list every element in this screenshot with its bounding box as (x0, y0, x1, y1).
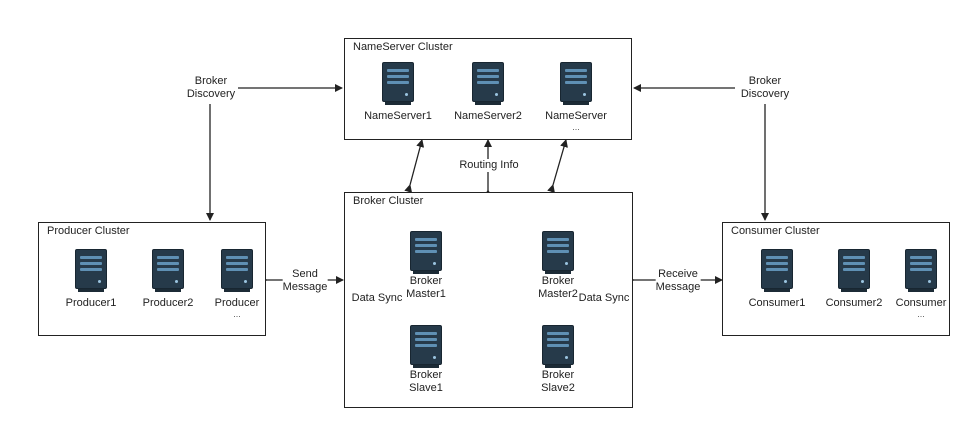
server-icon (542, 231, 574, 274)
node-label: Broker (541, 369, 575, 381)
node-label-line2: Master2 (538, 288, 578, 300)
node-label: Broker (409, 275, 443, 287)
data-sync-left-label: Data Sync (351, 292, 403, 305)
server-icon (410, 325, 442, 368)
broker-master-2: Broker Master2 (518, 231, 598, 301)
node-ellipsis: ... (233, 309, 241, 319)
edge-label-line2: Discovery (740, 88, 790, 100)
server-icon (221, 249, 253, 292)
server-icon (75, 249, 107, 292)
data-sync-right-label: Data Sync (578, 292, 630, 305)
broker-discovery-right-label: Broker Discovery (740, 75, 790, 101)
server-icon (382, 62, 414, 105)
broker-master-1: Broker Master1 (386, 231, 466, 301)
routing-info-label: Routing Info (459, 159, 519, 172)
node-label: NameServer1 (364, 110, 432, 122)
consumer-node-3: Consumer ... (881, 249, 961, 319)
nameserver-cluster: NameServer Cluster NameServer1 NameServe… (344, 38, 632, 140)
broker-discovery-left-label: Broker Discovery (186, 75, 236, 101)
consumer-node-2: Consumer2 (814, 249, 894, 310)
broker-slave-1: Broker Slave1 (386, 325, 466, 395)
producer-cluster: Producer Cluster Producer1 Producer2 Pro… (38, 222, 266, 336)
node-label-line2: Slave1 (409, 382, 443, 394)
routing-link-right (547, 139, 568, 193)
server-icon (761, 249, 793, 292)
edge-label-line1: Broker (194, 75, 228, 87)
edge-label-text: Data Sync (351, 292, 403, 304)
producer-node-3: Producer ... (197, 249, 277, 319)
node-label: Consumer2 (825, 297, 883, 309)
node-label: Producer1 (65, 297, 117, 309)
node-ellipsis: ... (572, 122, 580, 132)
edge-label-line1: Send (292, 268, 318, 280)
node-label: Broker (541, 275, 575, 287)
server-icon (905, 249, 937, 292)
routing-link-left (404, 139, 425, 193)
cluster-title: Producer Cluster (47, 225, 130, 237)
nameserver-node-2: NameServer2 (448, 62, 528, 123)
cluster-title: Consumer Cluster (731, 225, 820, 237)
edge-label-line2: Discovery (186, 88, 236, 100)
node-label: Producer (214, 297, 260, 309)
node-label-line2: Slave2 (541, 382, 575, 394)
send-message-label: Send Message (282, 268, 328, 294)
producer-node-2: Producer2 (128, 249, 208, 310)
edge-label-line2: Message (655, 281, 701, 293)
node-label: NameServer (545, 110, 607, 122)
node-label: Producer2 (142, 297, 194, 309)
consumer-node-1: Consumer1 (737, 249, 817, 310)
cluster-title: NameServer Cluster (353, 41, 453, 53)
node-label: Consumer1 (748, 297, 806, 309)
broker-slave-2: Broker Slave2 (518, 325, 598, 395)
edge-label-line2: Message (282, 281, 328, 293)
node-label: Broker (409, 369, 443, 381)
server-icon (472, 62, 504, 105)
server-icon (838, 249, 870, 292)
node-label: NameServer2 (454, 110, 522, 122)
node-ellipsis: ... (917, 309, 925, 319)
consumer-cluster: Consumer Cluster Consumer1 Consumer2 Con… (722, 222, 950, 336)
edge-label-line1: Receive (658, 268, 698, 280)
edge-label-line1: Broker (748, 75, 782, 87)
producer-node-1: Producer1 (51, 249, 131, 310)
cluster-title: Broker Cluster (353, 195, 424, 207)
receive-message-label: Receive Message (655, 268, 701, 294)
edge-label-text: Data Sync (578, 292, 630, 304)
nameserver-node-1: NameServer1 (358, 62, 438, 123)
node-label: Consumer (895, 297, 947, 309)
nameserver-node-3: NameServer ... (536, 62, 616, 132)
server-icon (410, 231, 442, 274)
server-icon (152, 249, 184, 292)
edge-label-text: Routing Info (459, 159, 519, 171)
server-icon (560, 62, 592, 105)
server-icon (542, 325, 574, 368)
node-label-line2: Master1 (406, 288, 446, 300)
